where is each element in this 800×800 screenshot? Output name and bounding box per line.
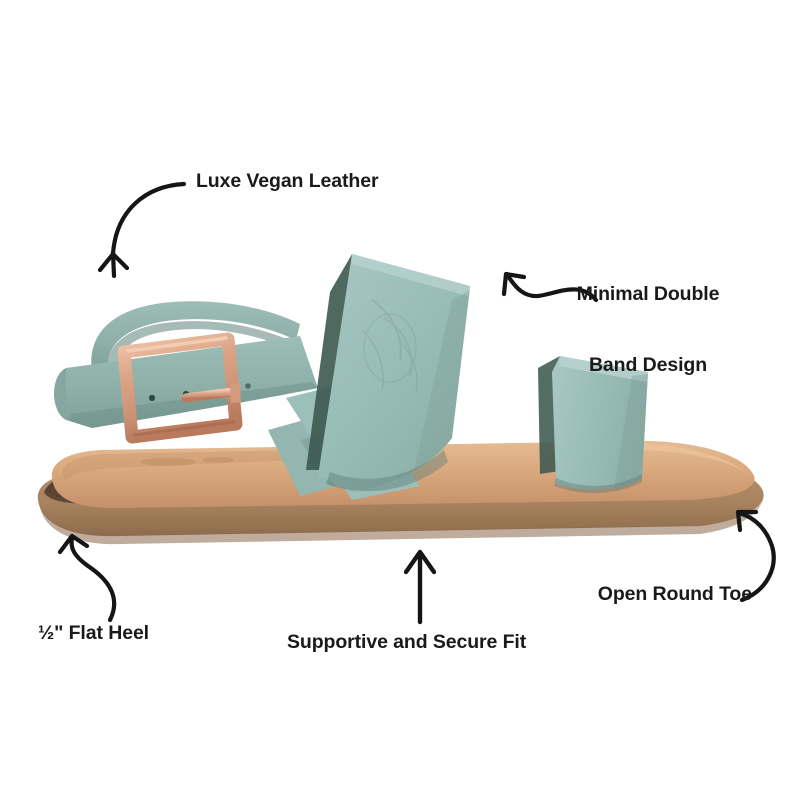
instep-band-face (318, 254, 470, 492)
buckle-prong (181, 387, 237, 403)
callout-label-line-1: Minimal Double (576, 282, 720, 305)
ankle-strap-tail (54, 368, 66, 420)
arrow-luxe-vegan-leather (97, 181, 187, 279)
outsole-bottom-edge (40, 496, 764, 545)
instep-band-texture (361, 299, 418, 393)
instep-band-right-shading (414, 290, 470, 470)
callout-label-supportive-secure-fit: Supportive and Secure Fit (287, 631, 527, 653)
instep-band-top-highlight (352, 254, 470, 296)
front-band-face (552, 356, 648, 490)
instep-band (306, 254, 470, 492)
front-band-bottom-shadow (554, 474, 642, 494)
arrow-minimal-double-band (501, 271, 599, 303)
footbed-heelcup (62, 450, 300, 480)
arrow-flat-heel (57, 533, 117, 623)
front-band-right-shading (614, 374, 648, 490)
front-band-top-highlight (559, 356, 648, 382)
callout-label-minimal-double-band-design: Minimal Double Band Design (562, 235, 734, 425)
buckle-frame-highlight (126, 336, 228, 353)
callout-label-open-round-toe: Open Round Toe (597, 583, 752, 605)
heel-loop-inner-shadow (107, 321, 294, 376)
callout-label-luxe-vegan-leather: Luxe Vegan Leather (196, 170, 379, 192)
buckle-prong-pivot (230, 383, 241, 403)
arrow-open-round-toe (735, 509, 776, 603)
buckle (117, 332, 243, 444)
arrow-supportive-secure-fit (403, 549, 437, 625)
instep-band-bottom-shadow (326, 450, 448, 492)
front-band (538, 356, 648, 494)
callout-label-line-2: Band Design (588, 353, 708, 376)
callout-label-flat-heel: ½" Flat Heel (38, 622, 150, 644)
footbed-emboss (140, 457, 234, 466)
buckle-frame-shadow (132, 420, 236, 437)
heel-loop-upper (91, 301, 300, 374)
